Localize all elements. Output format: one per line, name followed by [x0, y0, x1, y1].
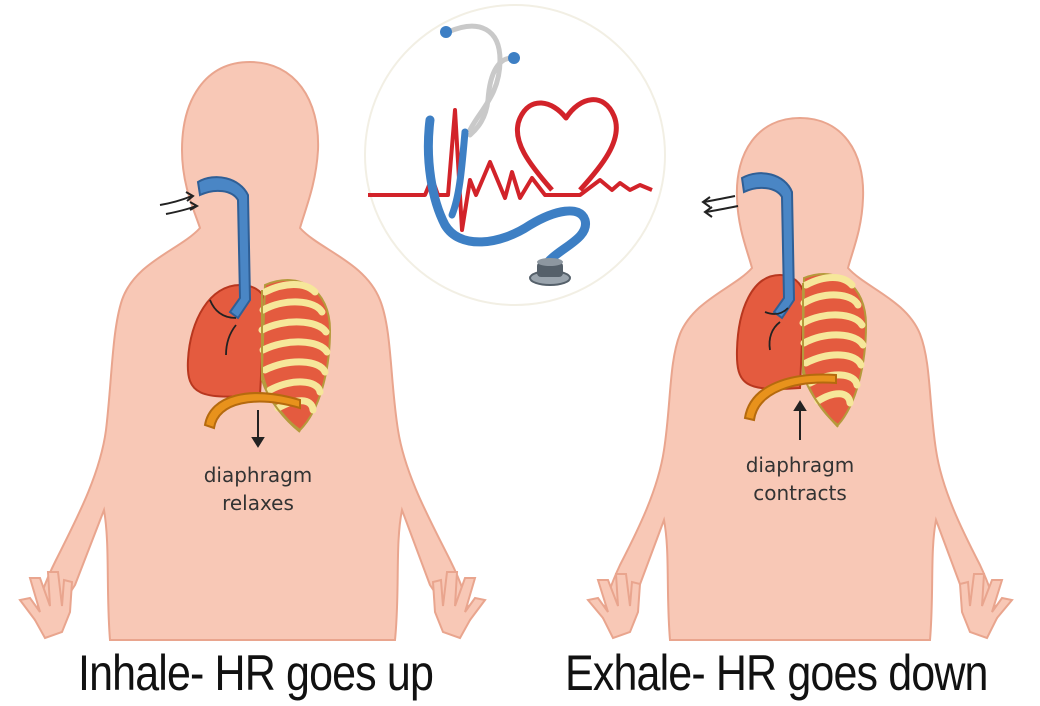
inhale-caption: Inhale- HR goes up	[78, 644, 433, 702]
diaphragm-label-line1: diaphragm	[204, 463, 313, 487]
diaphragm-state-label: contracts	[753, 481, 847, 505]
diaphragm-label-line1: diaphragm	[746, 453, 855, 477]
exhale-caption: Exhale- HR goes down	[565, 644, 988, 702]
stethoscope-heartbeat-heart-icon	[365, 5, 665, 305]
diaphragm-state-label: relaxes	[222, 491, 294, 515]
airflow-out-arrows	[703, 196, 738, 217]
airflow-in-arrows	[160, 192, 197, 214]
